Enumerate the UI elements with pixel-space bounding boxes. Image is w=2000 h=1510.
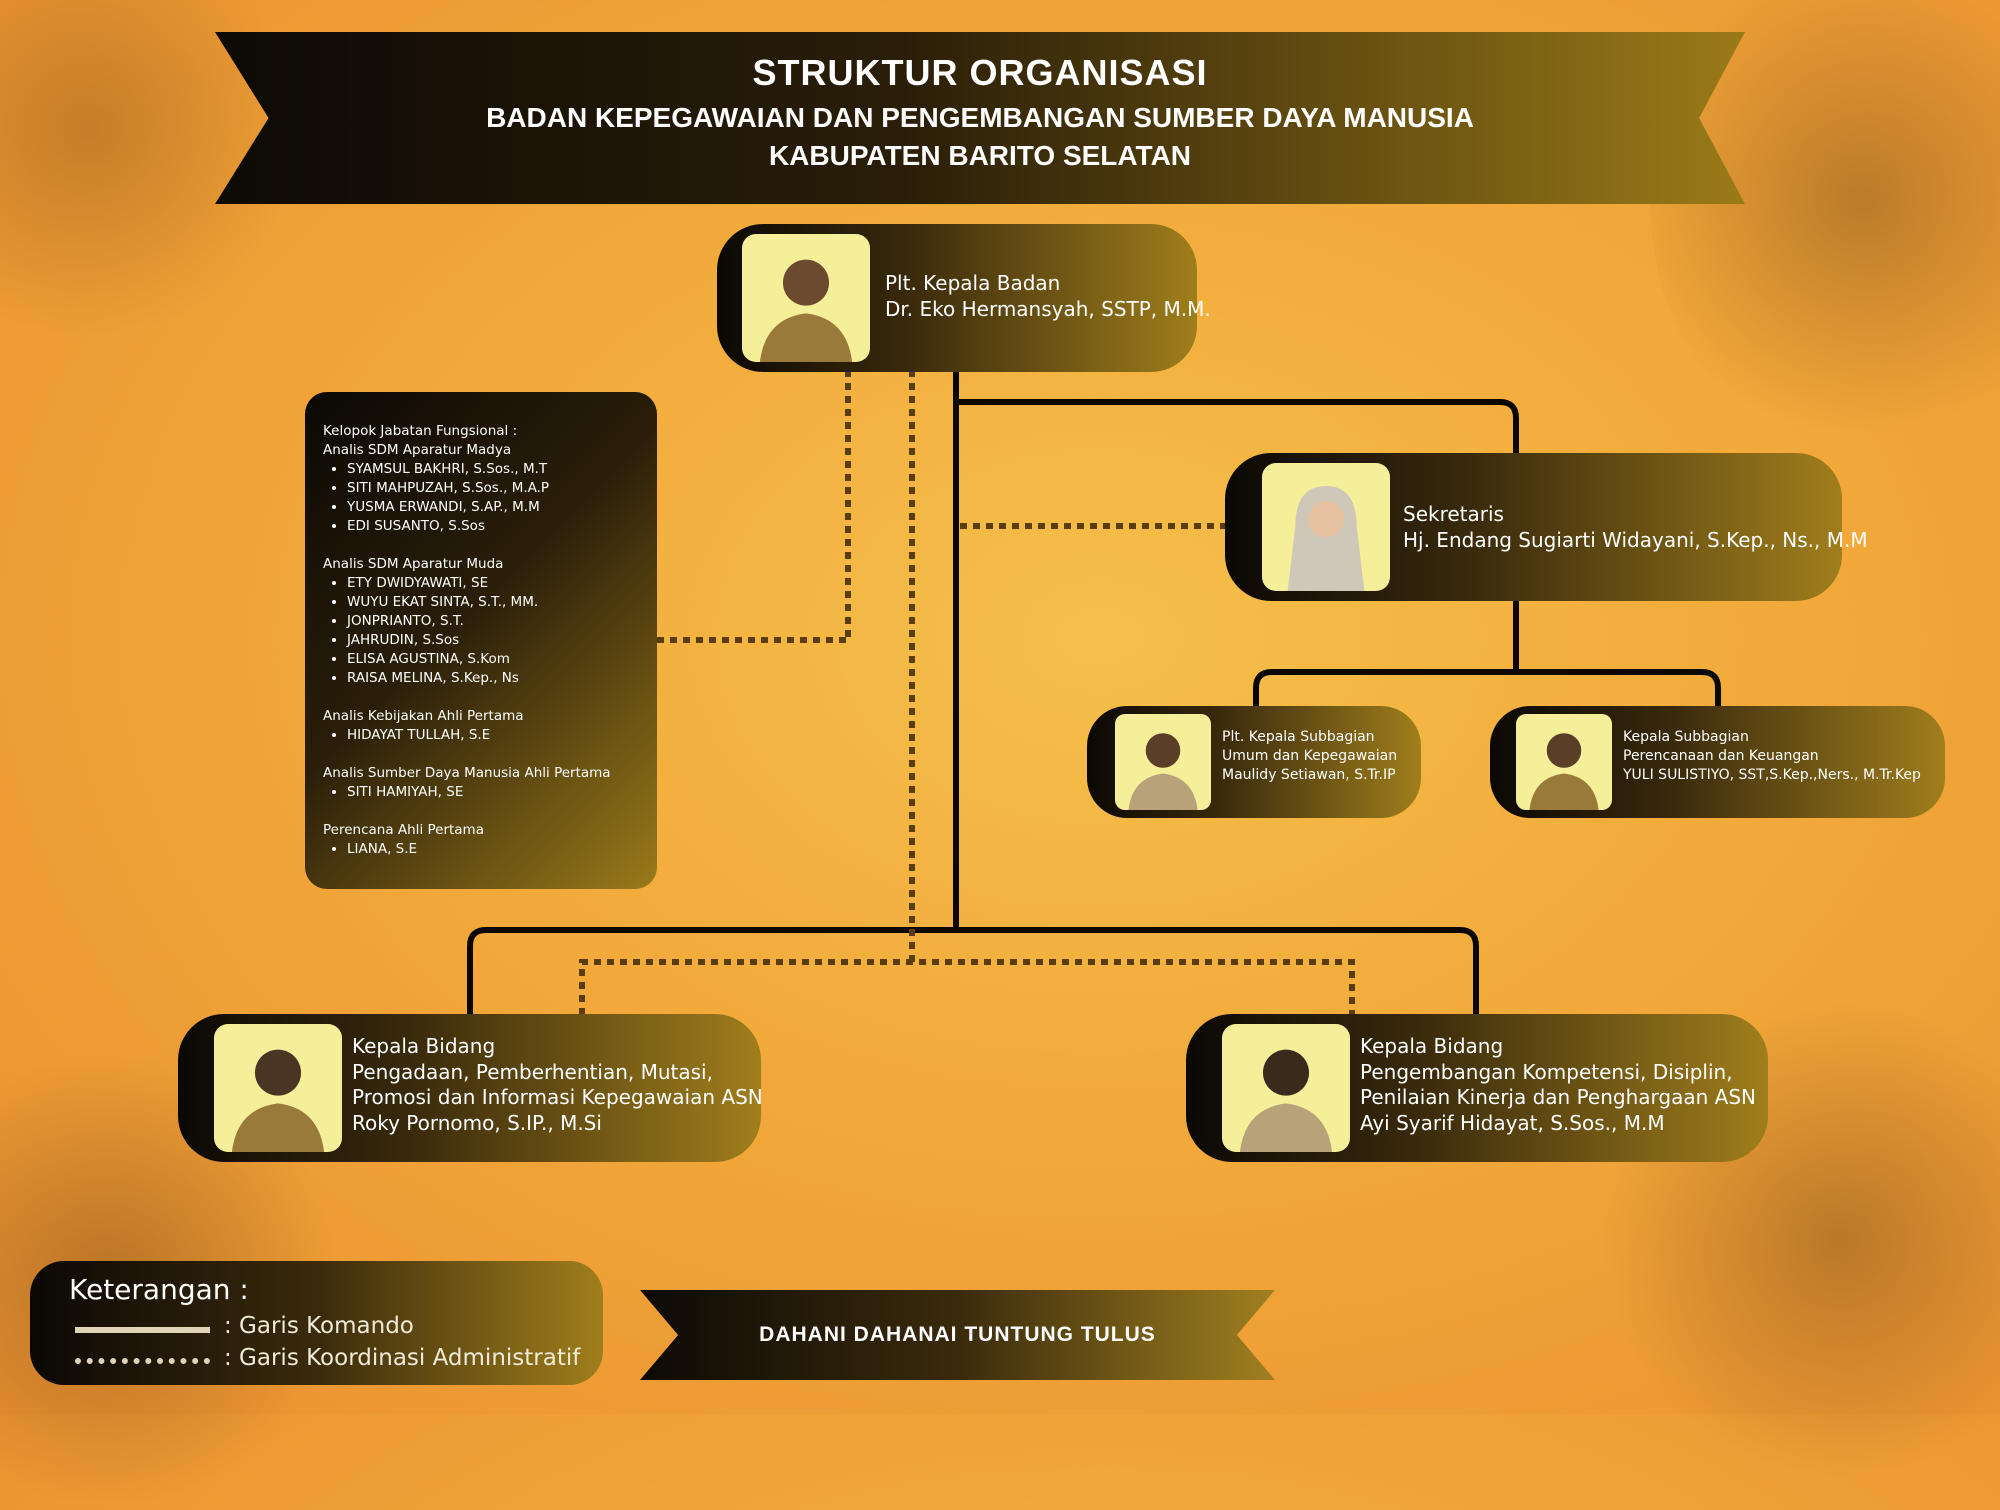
person-photo-icon xyxy=(1287,486,1365,591)
bidang-pengembangan-name: Ayi Syarif Hidayat, S.Sos., M.M xyxy=(1360,1110,1665,1135)
subbag-keuangan-name: YULI SULISTIYO, SST,S.Kep.,Ners., M.Tr.K… xyxy=(1623,767,1921,783)
functional-member-list: LIANA, S.E xyxy=(323,840,611,859)
page-subtitle-region: KABUPATEN BARITO SELATAN xyxy=(768,140,1192,171)
functional-member: LIANA, S.E xyxy=(347,840,611,859)
person-photo-icon xyxy=(231,1049,325,1152)
legend-command-label: : Garis Komando xyxy=(224,1313,414,1339)
functional-member: RAISA MELINA, S.Kep., Ns xyxy=(347,669,611,688)
functional-member: JONPRIANTO, S.T. xyxy=(347,612,611,631)
subbag-keuangan-role: Kepala Subbagian xyxy=(1623,729,1749,745)
bidang-pengembangan-role: Kepala Bidang xyxy=(1360,1034,1504,1058)
bidang-pengadaan-card: Kepala Bidang Pengadaan, Pemberhentian, … xyxy=(178,1014,763,1162)
page-title: STRUKTUR ORGANISASI xyxy=(752,52,1208,93)
functional-member: YUSMA ERWANDI, S.AP., M.M xyxy=(347,498,611,517)
person-photo-icon xyxy=(759,259,853,362)
legend-dotted-line xyxy=(75,1358,210,1364)
subbag-umum-role: Plt. Kepala Subbagian xyxy=(1222,729,1375,745)
subbag-umum-name: Maulidy Setiawan, S.Tr.IP xyxy=(1222,767,1396,783)
subbag-umum-photo xyxy=(1115,714,1211,810)
functional-member: HIDAYAT TULLAH, S.E xyxy=(347,726,611,745)
subbag-keuangan-photo xyxy=(1516,714,1612,810)
person-photo-icon xyxy=(1128,733,1198,810)
legend-title: Keterangan : xyxy=(69,1273,249,1306)
head-photo xyxy=(742,234,870,362)
functional-member-list: SITI HAMIYAH, SE xyxy=(323,783,611,802)
functional-member: SITI MAHPUZAH, S.Sos., M.A.P xyxy=(347,479,611,498)
functional-member: WUYU EKAT SINTA, S.T., MM. xyxy=(347,593,611,612)
functional-group-box: Kelopok Jabatan Fungsional : Analis SDM … xyxy=(305,392,657,889)
secretary-card: Sekretaris Hj. Endang Sugiarti Widayani,… xyxy=(1225,453,1868,601)
functional-member: SITI HAMIYAH, SE xyxy=(347,783,611,802)
bidang-pengembangan-unit-line2: Penilaian Kinerja dan Penghargaan ASN xyxy=(1360,1085,1756,1109)
subbag-keuangan-unit: Perencanaan dan Keuangan xyxy=(1623,748,1819,764)
functional-member: JAHRUDIN, S.Sos xyxy=(347,631,611,650)
bidang-pengembangan-photo xyxy=(1222,1024,1350,1152)
bidang-pengadaan-unit-line2: Promosi dan Informasi Kepegawaian ASN xyxy=(352,1085,763,1109)
motto-text: DAHANI DAHANAI TUNTUNG TULUS xyxy=(759,1323,1156,1346)
legend-solid-line xyxy=(75,1327,210,1333)
bidang-pengadaan-role: Kepala Bidang xyxy=(352,1034,496,1058)
header-banner: STRUKTUR ORGANISASI BADAN KEPEGAWAIAN DA… xyxy=(215,32,1745,204)
bidang-pengadaan-photo xyxy=(214,1024,342,1152)
functional-group-name: Analis SDM Aparatur Madya xyxy=(323,442,512,458)
motto-banner: DAHANI DAHANAI TUNTUNG TULUS xyxy=(640,1290,1275,1380)
head-card: Plt. Kepala Badan Dr. Eko Hermansyah, SS… xyxy=(717,224,1211,372)
page-subtitle-agency: BADAN KEPEGAWAIAN DAN PENGEMBANGAN SUMBE… xyxy=(486,102,1474,133)
command-lines xyxy=(467,370,1721,1015)
functional-member-list: ETY DWIDYAWATI, SEWUYU EKAT SINTA, S.T.,… xyxy=(323,574,611,688)
functional-title: Kelopok Jabatan Fungsional : xyxy=(323,423,518,439)
bidang-pengembangan-card: Kepala Bidang Pengembangan Kompetensi, D… xyxy=(1186,1014,1768,1162)
subbag-umum-card: Plt. Kepala Subbagian Umum dan Kepegawai… xyxy=(1087,706,1421,818)
subbag-keuangan-card: Kepala Subbagian Perencanaan dan Keuanga… xyxy=(1490,706,1945,818)
functional-group-name: Analis SDM Aparatur Muda xyxy=(323,556,504,572)
legend-box: Keterangan : : Garis Komando : Garis Koo… xyxy=(30,1261,603,1385)
functional-group-name: Analis Sumber Daya Manusia Ahli Pertama xyxy=(323,765,611,781)
bidang-pengadaan-name: Roky Pornomo, S.IP., M.Si xyxy=(352,1110,602,1135)
functional-member-list: SYAMSUL BAKHRI, S.Sos., M.TSITI MAHPUZAH… xyxy=(323,460,611,536)
bidang-pengembangan-unit-line1: Pengembangan Kompetensi, Disiplin, xyxy=(1360,1059,1733,1084)
connector-lines xyxy=(467,370,1721,1015)
functional-member-list: HIDAYAT TULLAH, S.E xyxy=(323,726,611,745)
person-photo-icon xyxy=(1239,1049,1333,1152)
subbag-umum-unit: Umum dan Kepegawaian xyxy=(1222,748,1398,764)
functional-member: ELISA AGUSTINA, S.Kom xyxy=(347,650,611,669)
person-photo-icon xyxy=(1529,733,1599,810)
functional-member: SYAMSUL BAKHRI, S.Sos., M.T xyxy=(347,460,611,479)
head-role: Plt. Kepala Badan xyxy=(885,271,1061,295)
functional-group-name: Analis Kebijakan Ahli Pertama xyxy=(323,708,524,724)
legend-coordination-label: : Garis Koordinasi Administratif xyxy=(224,1345,581,1371)
secretary-name: Hj. Endang Sugiarti Widayani, S.Kep., Ns… xyxy=(1403,528,1868,552)
functional-member: ETY DWIDYAWATI, SE xyxy=(347,574,611,593)
secretary-photo xyxy=(1262,463,1390,591)
functional-member: EDI SUSANTO, S.Sos xyxy=(347,517,611,536)
functional-group-name: Perencana Ahli Pertama xyxy=(323,822,484,838)
coordination-lines xyxy=(579,370,1355,1015)
bidang-pengadaan-unit-line1: Pengadaan, Pemberhentian, Mutasi, xyxy=(352,1059,713,1084)
head-name: Dr. Eko Hermansyah, SSTP, M.M. xyxy=(885,297,1211,321)
secretary-role: Sekretaris xyxy=(1403,502,1504,526)
